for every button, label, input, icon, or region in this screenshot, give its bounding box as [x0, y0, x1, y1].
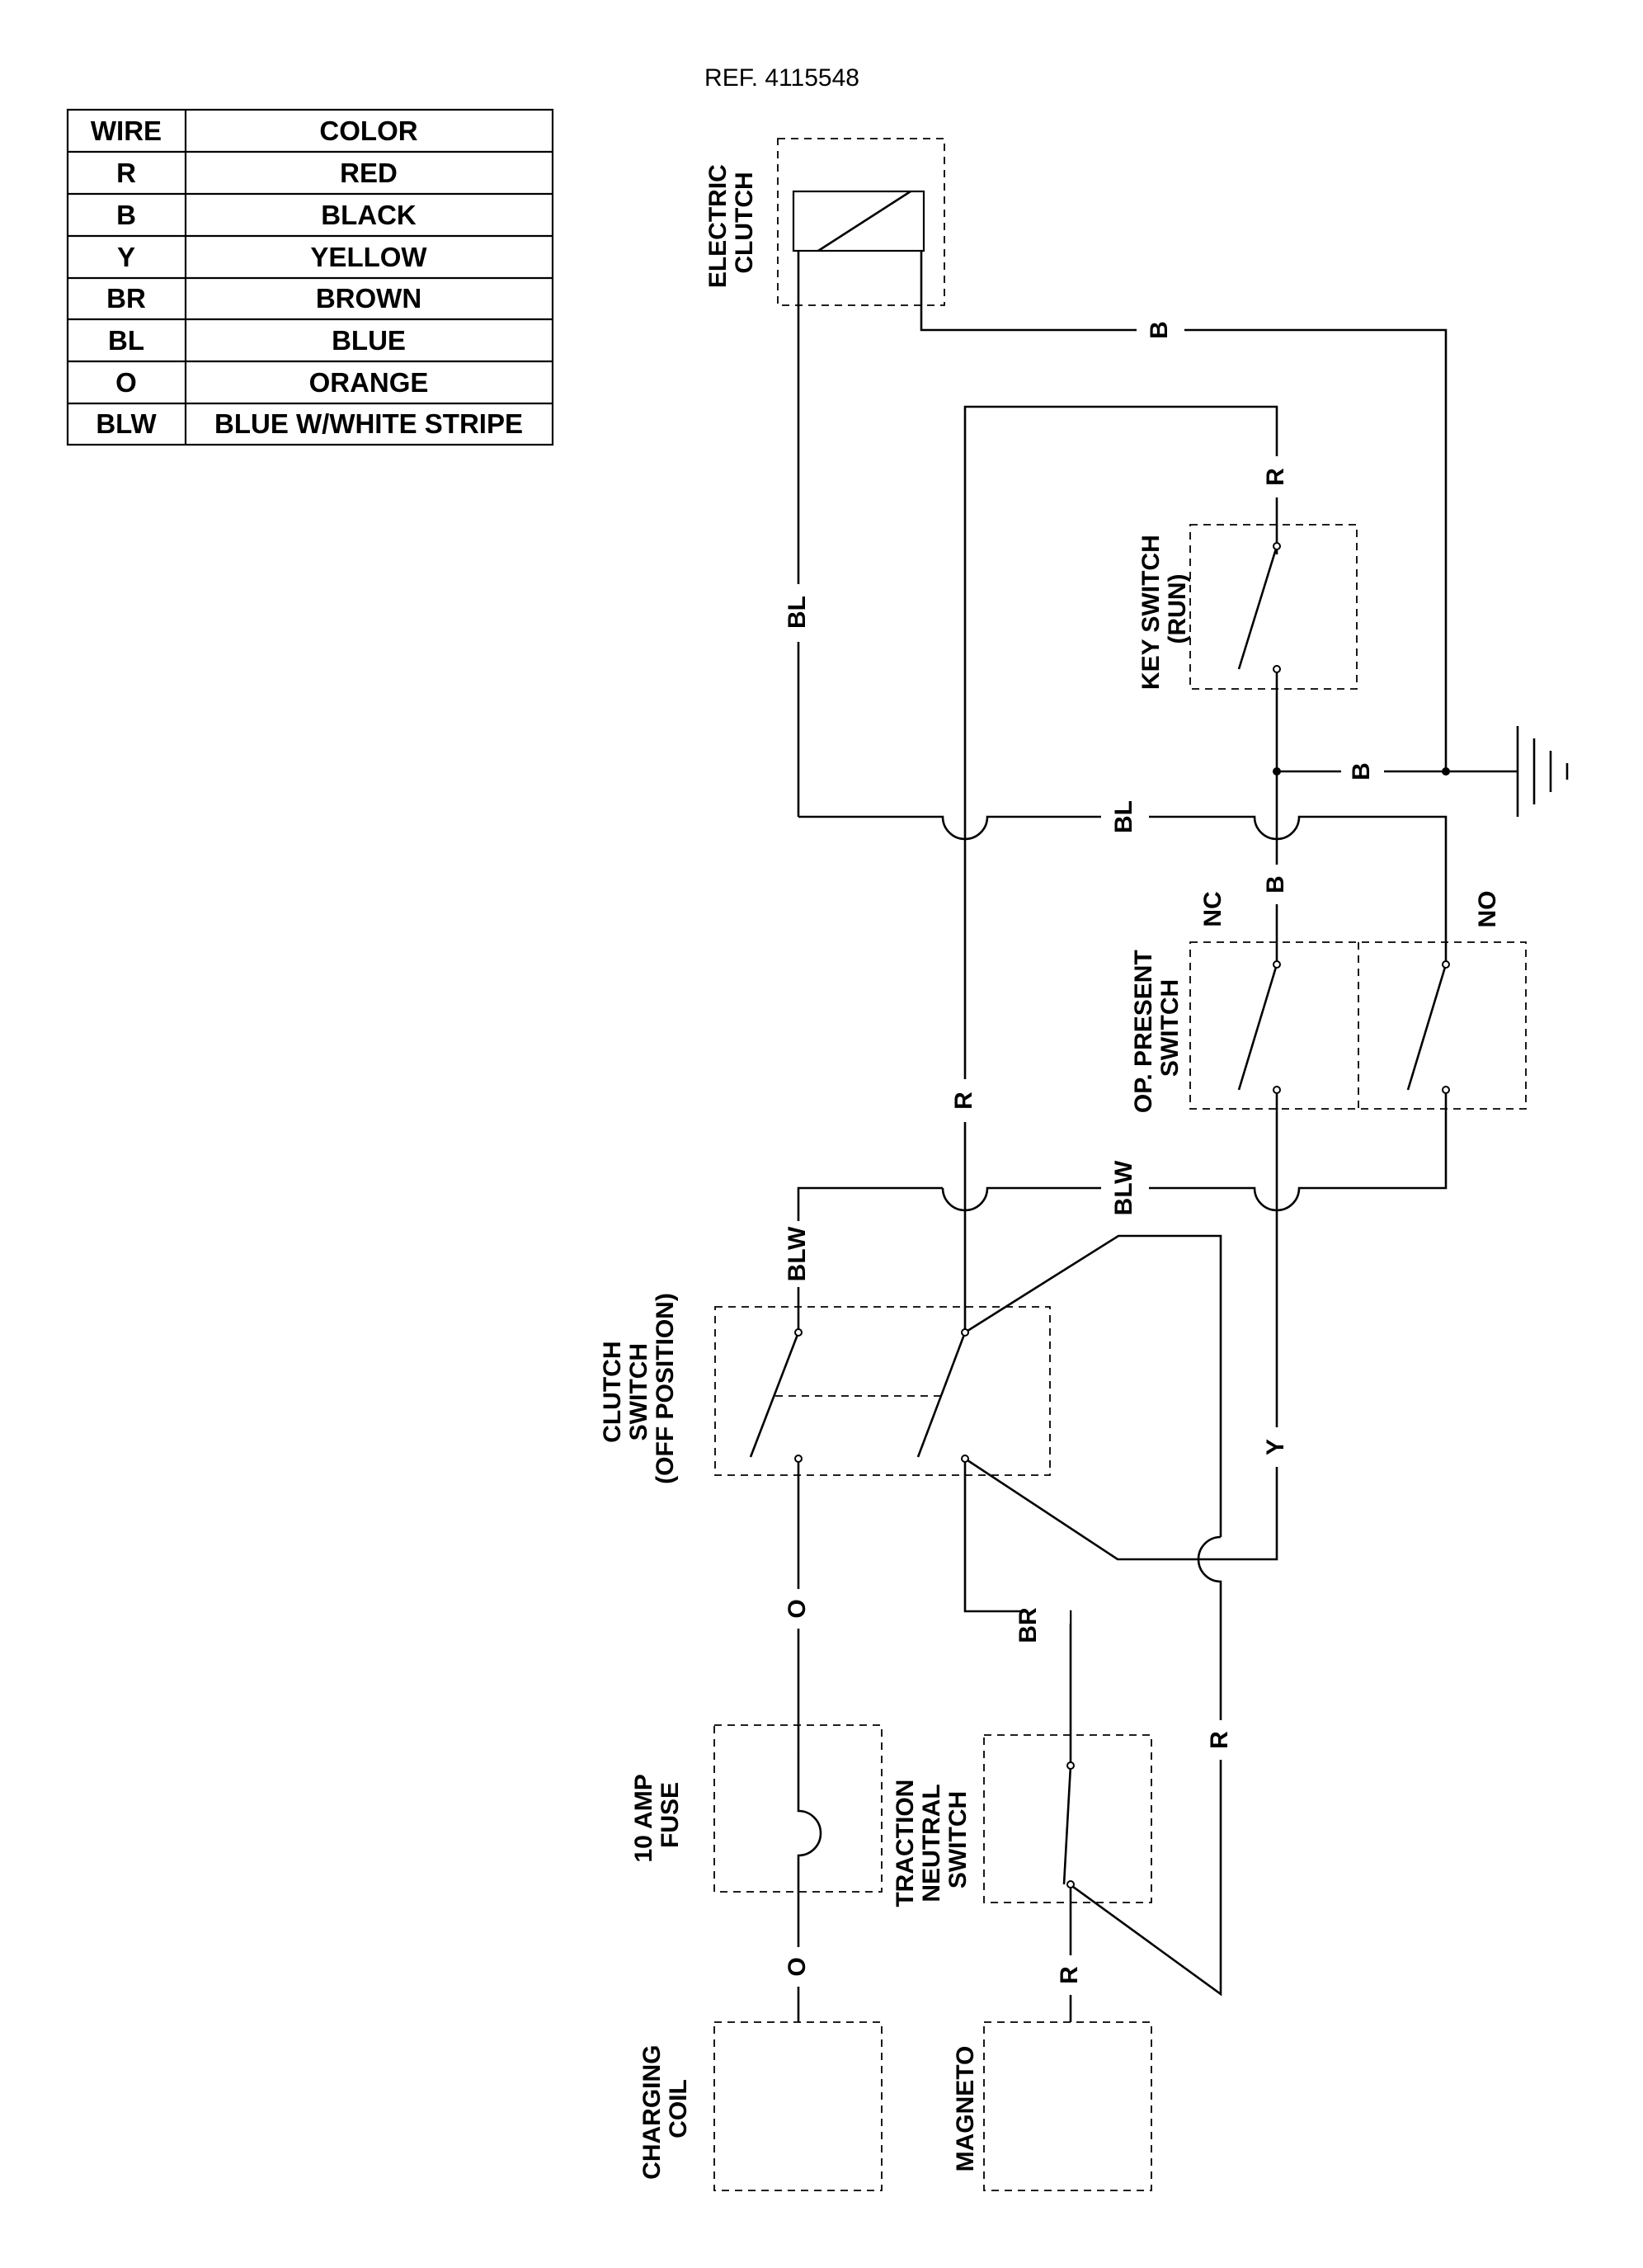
clutch-switch-blade-right [916, 1332, 967, 1458]
key-switch-box [1189, 524, 1358, 690]
legend-wire-code: BR [106, 283, 146, 314]
legend-wire-code: B [116, 200, 136, 230]
legend-wire-color: YELLOW [310, 242, 427, 272]
wire-blw-left [797, 1186, 943, 1332]
switch-contacts [749, 542, 1450, 1888]
magneto-label: MAGNETO [952, 2046, 979, 2172]
wire-label-o-top: O [784, 1599, 811, 1618]
component-labels: ELECTRIC CLUTCH KEY SWITCH (RUN) OP. PRE… [599, 158, 1191, 2180]
wire-label-blw-left: BLW [784, 1226, 811, 1281]
legend-wire-color: BLACK [321, 200, 417, 230]
legend-wire-code: R [116, 158, 136, 188]
wire-label-b-top: B [1146, 321, 1173, 339]
wire-labels: B R BL B BL B NC NO R BLW BLW Y O BR R O… [784, 321, 1501, 1984]
key-switch-blade [1237, 545, 1278, 670]
junction-dot [1273, 767, 1281, 776]
electric-clutch-label: ELECTRIC CLUTCH [704, 158, 758, 288]
legend-wire-color: ORANGE [309, 367, 429, 398]
wire-label-r-mid: R [950, 1092, 977, 1110]
wire-label-gaps [786, 318, 1384, 1995]
traction-switch-blade [1062, 1765, 1072, 1885]
legend-wire-code: BLW [96, 408, 157, 439]
electric-clutch-box [777, 138, 945, 306]
wire-br [963, 1459, 1072, 1766]
legend-wire-code: O [115, 367, 137, 398]
wire-label-br: BR [1015, 1607, 1042, 1643]
clutch-switch-label: CLUTCH SWITCH (OFF POSITION) [599, 1293, 679, 1484]
ground-icon [1516, 726, 1569, 817]
junction-dot [1442, 767, 1450, 776]
op-present-switch-label: OP. PRESENT SWITCH [1130, 943, 1184, 1113]
wire-label-y: Y [1262, 1439, 1289, 1455]
clutch-switch-box [714, 1306, 1051, 1476]
legend-wire-color: BLUE W/WHITE STRIPE [214, 408, 523, 439]
wire-label-r-low: R [1206, 1731, 1233, 1749]
wire-label-bl-mid: BL [1110, 800, 1137, 833]
traction-neutral-switch-label: TRACTION NEUTRAL SWITCH [892, 1772, 972, 1907]
wire-color-legend: WIRE COLOR R RED B BLACK Y YELLOW BR BRO… [66, 108, 554, 446]
wire-y [964, 1090, 1278, 1561]
legend-header-color: COLOR [319, 116, 417, 146]
wire-r-low-continue [1069, 1535, 1222, 1997]
key-switch-label: KEY SWITCH (RUN) [1137, 528, 1191, 690]
legend-wire-color: BLUE [332, 325, 406, 356]
wire-o-bottom [797, 1754, 822, 2022]
contact-label-no: NO [1474, 891, 1501, 928]
op-present-no-blade [1406, 964, 1448, 1091]
electric-clutch-coil [792, 190, 925, 252]
charging-coil-label: CHARGING COIL [638, 2038, 692, 2180]
wiring [797, 251, 1518, 2022]
legend-wire-color: BROWN [316, 283, 421, 314]
op-present-nc-blade [1237, 964, 1278, 1091]
legend-wire-code: BL [108, 325, 144, 356]
fuse-label: 10 AMP FUSE [630, 1767, 684, 1862]
legend-wire-color: RED [340, 158, 398, 188]
wire-label-r-bottom: R [1056, 1966, 1083, 1984]
traction-neutral-switch-box [983, 1734, 1152, 1903]
contact-label-nc: NC [1199, 891, 1226, 927]
charging-coil-box [713, 2021, 883, 2191]
legend-wire-code: Y [117, 242, 135, 272]
wire-bl-mid [798, 815, 1448, 964]
wire-label-o-bottom: O [784, 1957, 811, 1976]
wire-r-low [964, 1234, 1222, 1537]
wire-blw-mid [941, 1090, 1448, 1212]
wire-label-bl-left: BL [784, 596, 811, 629]
wire-label-b-mid: B [1262, 875, 1289, 894]
legend-header-wire: WIRE [91, 116, 162, 146]
magneto-box [983, 2021, 1152, 2191]
wire-label-r-top: R [1262, 468, 1289, 486]
clutch-switch-blade-left [749, 1332, 800, 1458]
reference-number: REF. 4115548 [704, 64, 859, 92]
wire-label-b-ground: B [1348, 762, 1375, 780]
wire-label-blw-mid: BLW [1110, 1160, 1137, 1215]
